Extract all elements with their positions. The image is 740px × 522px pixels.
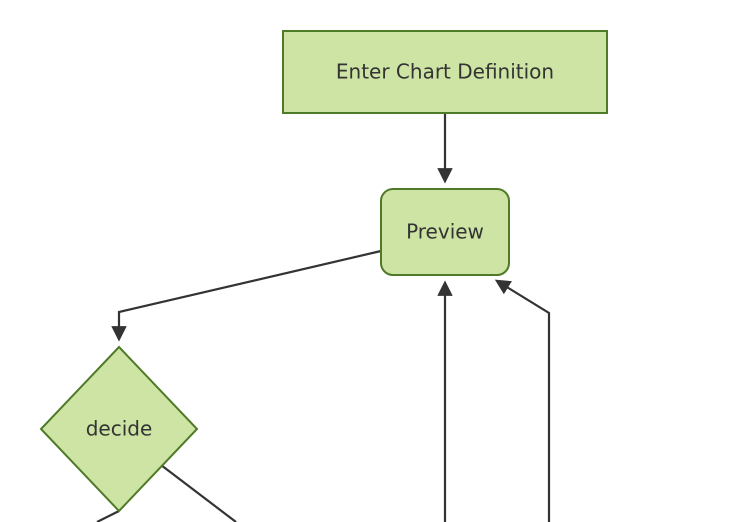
edge-preview-to-decide [111,249,382,342]
node-preview[interactable]: Preview [380,188,510,276]
node-shape-decide[interactable] [39,345,199,513]
edges-layer [96,113,551,522]
node-label-enter: Enter Chart Definition [336,60,554,84]
node-decide[interactable]: decide [39,345,199,513]
edge-into-preview-bottom-right [494,279,551,522]
node-label-decide: decide [86,417,153,441]
node-label-preview: Preview [406,220,484,244]
edge-decide-out-bottom-left [96,510,120,522]
edge-decide-out-bottom-right [160,464,237,522]
node-enter[interactable]: Enter Chart Definition [282,30,608,114]
node-shape-enter[interactable] [282,30,608,114]
node-shape-preview[interactable] [380,188,510,276]
